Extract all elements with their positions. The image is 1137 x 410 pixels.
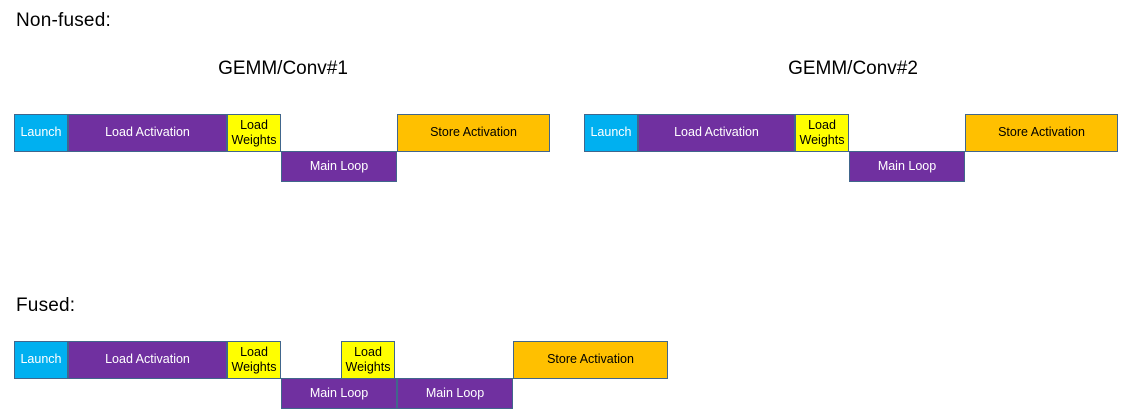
bar-label: Main Loop bbox=[877, 158, 937, 173]
bar-load-activation-gemm2: Load Activation bbox=[638, 114, 795, 152]
bar-label-line2: Weights bbox=[345, 360, 391, 374]
bar-store-activation-gemm2: Store Activation bbox=[965, 114, 1118, 152]
bar-main-loop-gemm1: Main Loop bbox=[281, 151, 397, 182]
bar-launch-gemm1: Launch bbox=[14, 114, 68, 152]
bar-label: Launch bbox=[20, 125, 62, 140]
bar-store-activation-fused: Store Activation bbox=[513, 341, 668, 379]
bar-label: Main Loop bbox=[309, 385, 369, 400]
bar-load-weights-fused-2: Load Weights bbox=[341, 341, 395, 379]
bar-main-loop-gemm2: Main Loop bbox=[849, 151, 965, 182]
bar-load-activation-gemm1: Load Activation bbox=[68, 114, 227, 152]
bar-label: Launch bbox=[590, 125, 632, 140]
bar-label: Load Activation bbox=[105, 125, 190, 140]
bar-label-line1: Load bbox=[240, 345, 268, 360]
bar-label-line2: Weights bbox=[231, 133, 277, 147]
bar-store-activation-gemm1: Store Activation bbox=[397, 114, 550, 152]
bar-label: Store Activation bbox=[998, 125, 1085, 140]
bar-load-activation-fused: Load Activation bbox=[68, 341, 227, 379]
bar-label-line1: Load bbox=[808, 118, 836, 133]
bar-load-weights-fused-1: Load Weights bbox=[227, 341, 281, 379]
bar-label: Load Activation bbox=[105, 352, 190, 367]
bar-launch-gemm2: Launch bbox=[584, 114, 638, 152]
group-title-gemm-conv-2: GEMM/Conv#2 bbox=[788, 58, 918, 79]
bar-label: Store Activation bbox=[430, 125, 517, 140]
bar-label: Store Activation bbox=[547, 352, 634, 367]
bar-label-line2: Weights bbox=[231, 360, 277, 374]
bar-load-weights-gemm1: Load Weights bbox=[227, 114, 281, 152]
bar-main-loop-fused-1: Main Loop bbox=[281, 378, 397, 409]
bar-label: Main Loop bbox=[309, 158, 369, 173]
bar-label: Launch bbox=[20, 352, 62, 367]
bar-launch-fused: Launch bbox=[14, 341, 68, 379]
bar-label-line1: Load bbox=[240, 118, 268, 133]
bar-label-line1: Load bbox=[354, 345, 382, 360]
bar-load-weights-gemm2: Load Weights bbox=[795, 114, 849, 152]
group-title-gemm-conv-1: GEMM/Conv#1 bbox=[218, 58, 348, 79]
bar-main-loop-fused-2: Main Loop bbox=[397, 378, 513, 409]
bar-label-line2: Weights bbox=[799, 133, 845, 147]
section-label-fused: Fused: bbox=[16, 295, 76, 316]
bar-label: Load Activation bbox=[674, 125, 759, 140]
bar-label: Main Loop bbox=[425, 385, 485, 400]
section-label-non-fused: Non-fused: bbox=[16, 10, 111, 31]
